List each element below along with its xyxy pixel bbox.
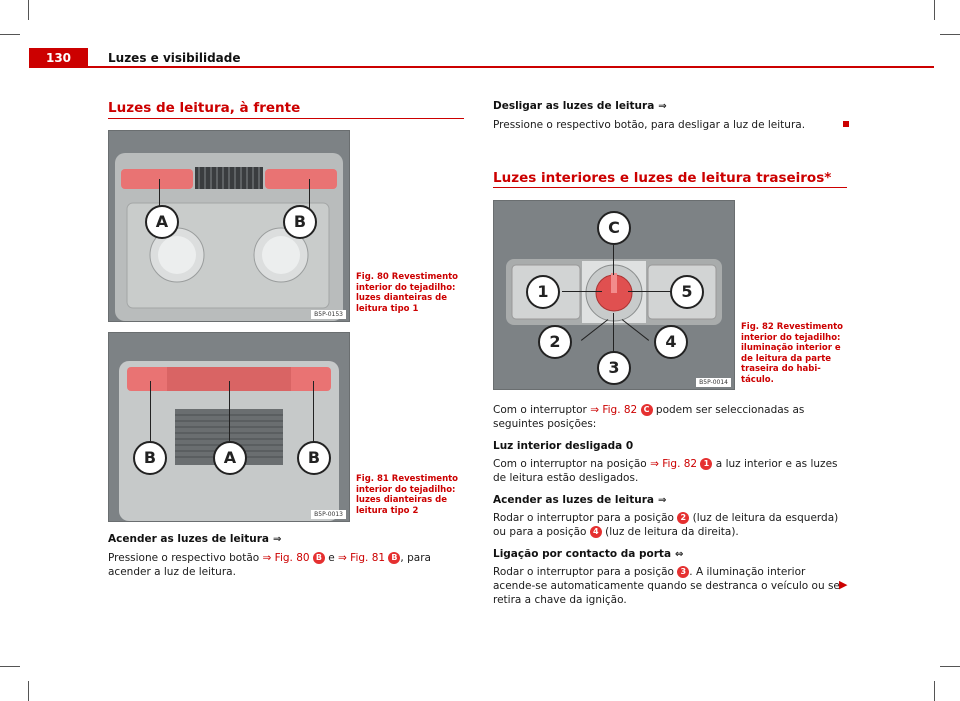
caption-number: Fig. 80 <box>356 272 389 282</box>
figure-80: A B B5P-0153 <box>108 130 350 322</box>
reading-lamp-icon: ⇒ <box>273 534 282 545</box>
chapter-title: Luzes e visibilidade <box>108 51 241 65</box>
leader-line <box>562 291 602 292</box>
text-run: Com o interruptor <box>493 404 591 416</box>
figure-81-caption: Fig. 81 Revestimento in­terior do tejadi… <box>356 474 461 516</box>
leader-line <box>150 381 151 443</box>
paragraph-door-contact: Rodar o interruptor para a posição 3. A … <box>493 565 847 607</box>
callout-1: 1 <box>526 275 560 309</box>
crop-mark <box>934 0 935 20</box>
paragraph-intro: Com o interruptor ⇒ Fig. 82 C podem ser … <box>493 403 847 431</box>
figure-code: B5P-0153 <box>311 310 346 319</box>
figure-reference-link[interactable]: ⇒ Fig. 80 <box>262 552 310 564</box>
leader-line <box>159 179 160 219</box>
continue-arrow-icon: ▶ <box>839 578 848 591</box>
door-contact-icon: ⇔ <box>675 549 684 560</box>
leader-line <box>229 381 230 443</box>
figure-reference-link[interactable]: ⇒ Fig. 82 <box>650 458 698 470</box>
callout-5: 5 <box>670 275 704 309</box>
reading-lamp-icon: ⇒ <box>658 495 667 506</box>
page-number: 130 <box>29 48 88 68</box>
figure-code: B5P-0014 <box>696 378 731 387</box>
callout-c: C <box>597 211 631 245</box>
label-badge: C <box>640 404 653 416</box>
crop-mark <box>28 681 29 701</box>
section-rule <box>108 118 464 119</box>
section-title-front: Luzes de leitura, à frente <box>108 100 301 116</box>
crop-mark <box>28 0 29 20</box>
text-run: Rodar o interruptor para a posição <box>493 566 678 578</box>
crop-mark <box>0 34 20 35</box>
text-run: podem ser seleccionadas as seguintes pos… <box>493 404 805 430</box>
caption-text: Revestimento in­terior do tejadilho: luz… <box>356 272 459 314</box>
text-run: , para acender a luz de leitura. <box>108 552 431 578</box>
text-run: (luz de leitura da esquerda) ou para a p… <box>493 512 839 538</box>
figure-reference-link[interactable]: ⇒ Fig. 81 <box>338 552 386 564</box>
label-badge: 2 <box>677 512 690 524</box>
paragraph-interior-off: Com o interruptor na posição ⇒ Fig. 82 1… <box>493 457 847 485</box>
callout-b: B <box>133 441 167 475</box>
callout-2: 2 <box>538 325 572 359</box>
heading-reading-on: Acender as luzes de leitura ⇒ <box>493 494 666 506</box>
text-run: (luz de leitura da direita). <box>601 526 739 538</box>
heading-door-contact: Ligação por contacto da porta⇔ <box>493 548 683 560</box>
end-square-icon <box>843 121 849 127</box>
paragraph-lights-off: Pressione o respectivo botão, para desli… <box>493 119 806 131</box>
callout-a: A <box>145 205 179 239</box>
figure-82: C 1 5 2 4 3 B5P-0014 <box>493 200 735 390</box>
callout-4: 4 <box>654 325 688 359</box>
reading-lamp-icon: ⇒ <box>658 101 667 112</box>
text-run: Rodar o interruptor para a posição <box>493 512 678 524</box>
section-title-rear: Luzes interiores e luzes de leitura tras… <box>493 170 832 186</box>
text-run: . A iluminação interior acende-se auto­m… <box>493 566 840 606</box>
heading-lights-on: Acender as luzes de leitura ⇒ <box>108 533 281 545</box>
leader-line <box>313 381 314 443</box>
crop-mark <box>940 666 960 667</box>
label-badge: 1 <box>700 458 713 470</box>
figure-code: B5P-0013 <box>311 510 346 519</box>
heading-lights-off: Desligar as luzes de leitura⇒ <box>493 100 667 112</box>
text-run: a luz interior e as luzes de leitura est… <box>493 458 838 484</box>
crop-mark <box>0 666 20 667</box>
callout-b: B <box>297 441 331 475</box>
label-badge: 3 <box>677 566 690 578</box>
figure-80-caption: Fig. 80 Revestimento in­terior do tejadi… <box>356 272 461 314</box>
caption-number: Fig. 82 <box>741 322 774 332</box>
heading-interior-off: Luz interior desligada 0 <box>493 440 634 452</box>
figure-reference-link[interactable]: ⇒ Fig. 82 <box>590 404 638 416</box>
caption-text: Revestimento in­terior do tejadilho: ilu… <box>741 322 844 385</box>
text-run: Com o interruptor na posição <box>493 458 651 470</box>
leader-line <box>628 291 672 292</box>
crop-mark <box>934 681 935 701</box>
label-badge: B <box>312 552 325 564</box>
heading-text: Acender as luzes de leitura <box>493 494 654 506</box>
figure-82-caption: Fig. 82 Revestimento in­terior do tejadi… <box>741 322 846 385</box>
heading-text: Desligar as luzes de leitura <box>493 100 655 112</box>
label-badge: 4 <box>589 526 602 538</box>
paragraph-lights-on: Pressione o respectivo botão ⇒ Fig. 80 B… <box>108 551 464 579</box>
leader-line <box>613 245 614 275</box>
leader-line <box>309 179 310 219</box>
callout-a: A <box>213 441 247 475</box>
label-badge: B <box>388 552 401 564</box>
text-run: e <box>324 552 339 564</box>
text-run: Pressione o respectivo botão <box>108 552 263 564</box>
heading-text: Acender as luzes de leitura <box>108 533 269 545</box>
figure-80-illustration <box>109 131 349 321</box>
heading-text: Ligação por contacto da porta <box>493 548 672 560</box>
leader-line <box>613 313 614 353</box>
caption-text: Revestimento in­terior do tejadilho: luz… <box>356 474 459 516</box>
paragraph-reading-on: Rodar o interruptor para a posição 2 (lu… <box>493 511 847 539</box>
crop-mark <box>940 34 960 35</box>
section-rule <box>493 187 847 188</box>
header-rule <box>88 66 934 68</box>
figure-81: B A B B5P-0013 <box>108 332 350 522</box>
callout-3: 3 <box>597 351 631 385</box>
caption-number: Fig. 81 <box>356 474 389 484</box>
callout-b: B <box>283 205 317 239</box>
